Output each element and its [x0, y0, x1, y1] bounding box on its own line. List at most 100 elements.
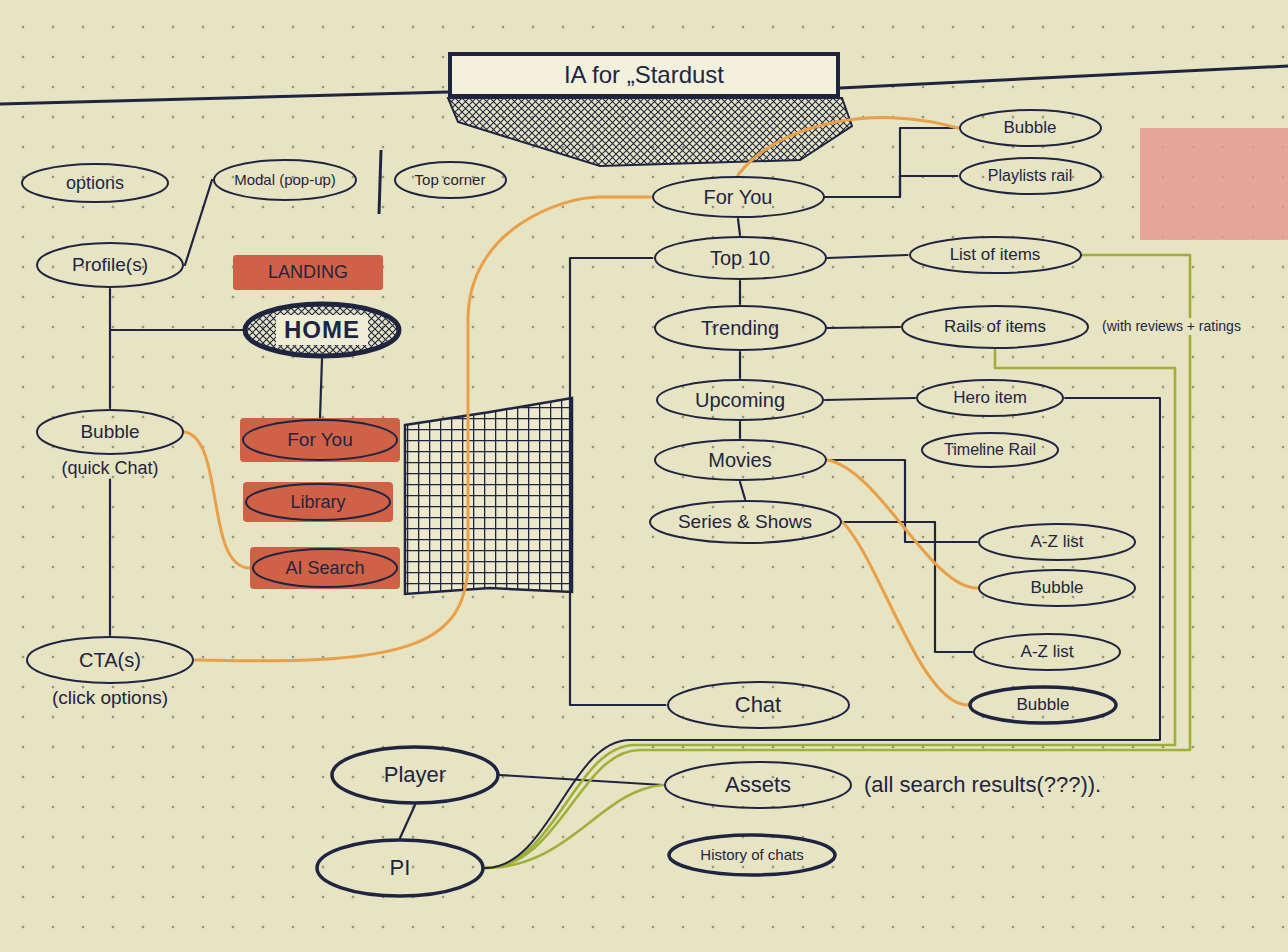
- highlight-band: [233, 255, 383, 290]
- node-body: Profile(s): [35, 241, 185, 289]
- home-tab: AI Search: [250, 547, 400, 589]
- node-body: Playlists rail: [958, 156, 1103, 196]
- node-body: CTA(s): [25, 635, 195, 685]
- node-label: Upcoming: [695, 389, 785, 412]
- landing-label: LANDING: [233, 255, 383, 290]
- node-body: AI Search: [250, 547, 400, 589]
- node-label: Top corner: [415, 171, 486, 188]
- node-body: Series & Shows: [648, 499, 843, 545]
- node-label: Series & Shows: [678, 511, 812, 533]
- node-body: Bubble: [35, 408, 185, 456]
- node-body: For You: [651, 175, 826, 219]
- node-body: Trending: [653, 304, 828, 352]
- node-body: A-Z list: [977, 522, 1137, 562]
- hatched-ellipse: [245, 304, 399, 356]
- node-body: Bubble: [958, 108, 1103, 148]
- ellipse-outline: [979, 570, 1135, 606]
- connector: [738, 219, 740, 235]
- highlight-band: [250, 547, 400, 589]
- ellipse-outline: [22, 164, 168, 202]
- node-label: Timeline Rail: [944, 441, 1036, 459]
- component-node: Playlists rail: [958, 156, 1103, 196]
- ellipse-outline: [910, 237, 1081, 273]
- connector: [110, 289, 242, 330]
- node-label: Modal (pop-up): [234, 171, 336, 188]
- node-label: Playlists rail: [988, 167, 1072, 185]
- section-node: Movies: [653, 438, 828, 482]
- connector: [739, 352, 741, 378]
- node-body: History of chats: [667, 833, 837, 877]
- player-node: Player: [330, 745, 500, 805]
- node-body: Chat: [666, 680, 851, 730]
- diagram-title: IA for „Stardust: [448, 52, 840, 98]
- node-label: A-Z list: [1021, 642, 1074, 662]
- divider-bar: [379, 150, 381, 214]
- node-label: Rails of items: [944, 317, 1046, 337]
- ellipse-outline: [960, 158, 1101, 194]
- node-label: AI Search: [285, 558, 364, 579]
- connector: [485, 785, 663, 868]
- connector: [195, 197, 651, 661]
- profile-node: Profile(s): [35, 241, 185, 289]
- ellipse-outline: [243, 420, 397, 460]
- ellipse-outline: [917, 380, 1063, 416]
- connector: [485, 255, 1190, 868]
- connector: [400, 805, 415, 838]
- ellipse-outline: [655, 306, 826, 350]
- section-node: Top 10: [653, 235, 828, 281]
- connector: [185, 180, 212, 265]
- mesh-hatching: [405, 398, 572, 594]
- node-body: Timeline Rail: [920, 431, 1060, 469]
- node-label: Top 10: [710, 247, 770, 270]
- connector: [828, 255, 908, 258]
- note-label: (all search results(???)).: [862, 772, 1103, 798]
- placement-node: Top corner: [393, 160, 508, 200]
- ellipse-outline: [902, 306, 1088, 348]
- node-label: PI: [390, 855, 411, 880]
- node-label: For You: [704, 186, 773, 209]
- node-body: Player: [330, 745, 500, 805]
- node-body: PI: [315, 838, 485, 898]
- node-body: options: [20, 162, 170, 204]
- node-label: List of items: [950, 245, 1041, 265]
- node-body: Hero item: [915, 378, 1065, 418]
- node-body: Upcoming: [655, 378, 825, 422]
- section-node: Series & Shows: [648, 499, 843, 545]
- connector: [825, 398, 915, 400]
- ellipse-outline: [214, 160, 356, 200]
- node-label: Library: [290, 492, 345, 513]
- connector: [110, 330, 242, 408]
- component-node: Bubble: [977, 568, 1137, 608]
- node-body: HOME: [242, 301, 402, 359]
- pi-node: PI: [315, 838, 485, 898]
- ellipse-outline: [655, 237, 826, 279]
- node-label: Profile(s): [72, 254, 148, 276]
- connector: [740, 482, 745, 499]
- highlight-band: [240, 418, 400, 462]
- section-node: Trending: [653, 304, 828, 352]
- component-node: List of items: [908, 235, 1083, 275]
- node-note: (click options): [52, 687, 168, 710]
- node-body: A-Z list: [972, 632, 1122, 672]
- node-label: For You: [287, 429, 353, 451]
- ellipse-outline: [669, 835, 835, 875]
- connector: [109, 480, 111, 635]
- page-rule: [0, 92, 448, 104]
- node-body: Modal (pop-up): [212, 158, 358, 202]
- node-label: Player: [384, 762, 446, 787]
- node-label: History of chats: [700, 846, 803, 863]
- node-body: List of items: [908, 235, 1083, 275]
- option-node: options: [20, 162, 170, 204]
- ellipse-outline: [668, 682, 849, 728]
- component-node: Rails of items: [900, 304, 1090, 350]
- ellipse-outline: [395, 162, 506, 198]
- home-node: HOME: [242, 301, 402, 359]
- ellipse-outline: [979, 524, 1135, 560]
- connector: [739, 281, 741, 304]
- component-node: Bubble: [958, 108, 1103, 148]
- node-label: Chat: [735, 692, 781, 717]
- node-label: Assets: [725, 772, 791, 797]
